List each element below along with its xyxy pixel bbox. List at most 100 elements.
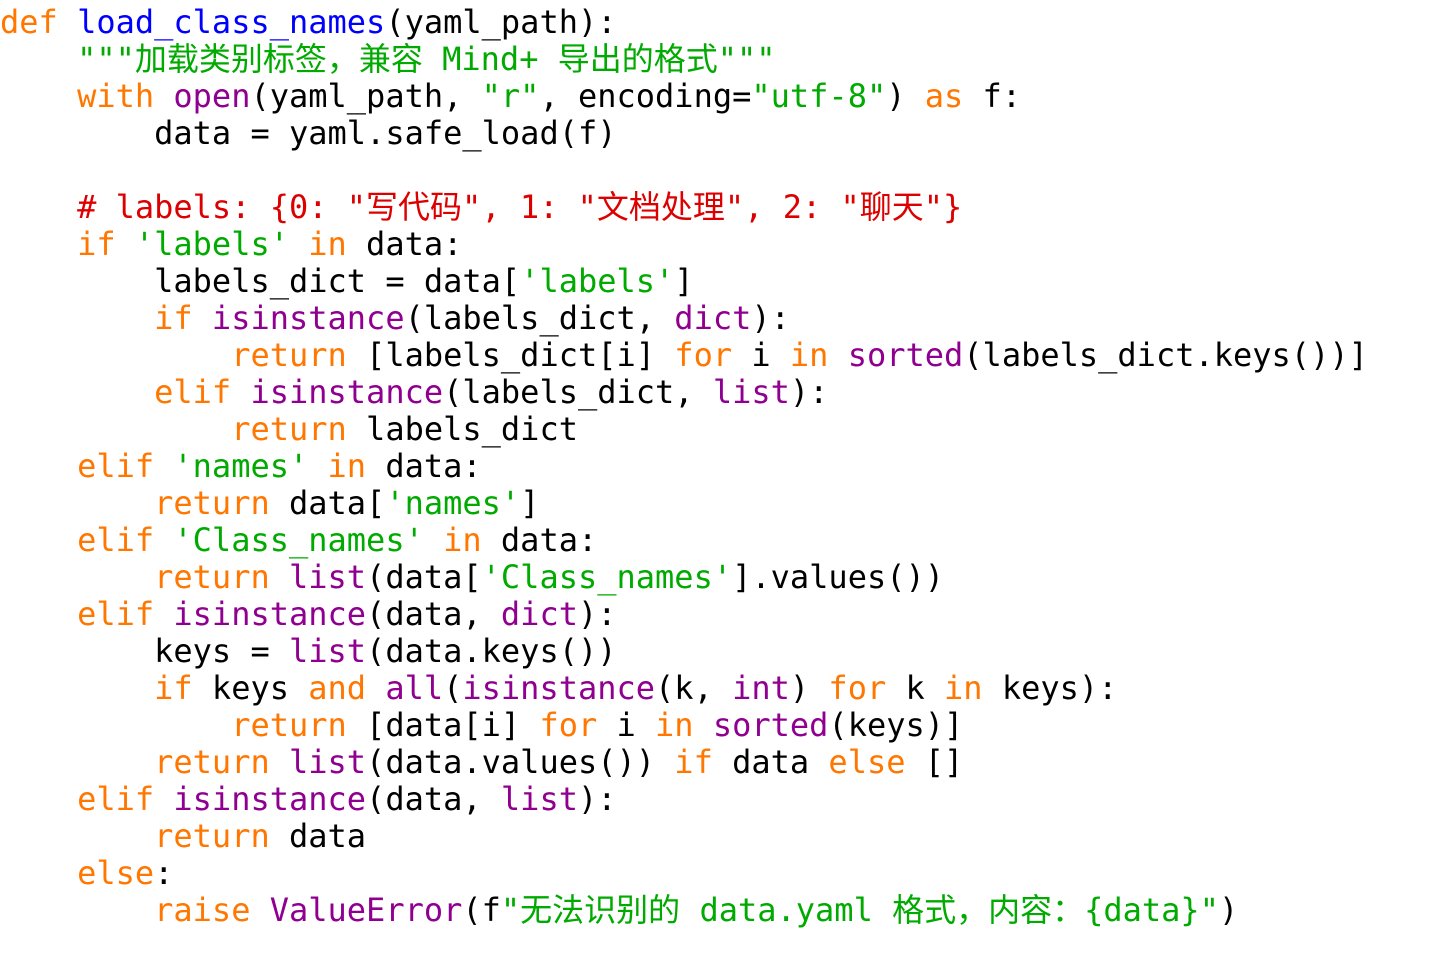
code-token: """加载类别标签，兼容 Mind+ 导出的格式""" <box>77 40 776 78</box>
code-token: return <box>231 706 347 744</box>
code-token: 'names' <box>385 484 521 522</box>
code-line[interactable]: return [data[i] for i in sorted(keys)] <box>0 707 1368 744</box>
code-token: ) <box>1218 891 1239 929</box>
code-token: elif <box>77 595 155 633</box>
code-token: for <box>539 706 598 744</box>
code-token <box>270 558 289 596</box>
code-token <box>0 891 154 929</box>
code-token: def <box>0 3 58 41</box>
code-line[interactable]: return [labels_dict[i] for i in sorted(l… <box>0 337 1368 374</box>
code-line[interactable]: raise ValueError(f"无法识别的 data.yaml 格式，内容… <box>0 892 1368 929</box>
code-token: k <box>886 669 945 707</box>
code-token <box>0 558 154 596</box>
code-token: (data[ <box>366 558 482 596</box>
code-token: list <box>288 632 367 670</box>
code-token: data: <box>346 225 463 263</box>
code-token <box>0 521 77 559</box>
code-token <box>0 780 77 818</box>
code-token <box>154 780 173 818</box>
code-token: data = yaml.safe_load(f) <box>0 114 617 152</box>
code-line[interactable]: elif isinstance(data, dict): <box>0 596 1368 633</box>
code-token: keys): <box>982 669 1118 707</box>
code-token: (yaml_path, <box>250 77 482 115</box>
code-token: (labels_dict.keys())] <box>963 336 1368 374</box>
code-token: : <box>154 854 174 892</box>
code-line[interactable]: elif 'names' in data: <box>0 448 1368 485</box>
code-token <box>0 743 154 781</box>
code-line[interactable]: return labels_dict <box>0 411 1368 448</box>
code-token: (keys)] <box>828 706 964 744</box>
code-token: (f <box>462 891 501 929</box>
code-token: [] <box>905 743 964 781</box>
code-token: labels_dict = data[ <box>0 262 521 300</box>
code-token: (labels_dict, <box>443 373 713 411</box>
code-token: if <box>77 225 116 263</box>
code-line[interactable]: def load_class_names(yaml_path): <box>0 4 1368 41</box>
code-token: [labels_dict[i] <box>346 336 675 374</box>
code-token: return <box>154 558 270 596</box>
code-token: in <box>443 521 482 559</box>
code-token: 'names' <box>173 447 309 485</box>
code-token: all <box>385 669 444 707</box>
code-token: [data[i] <box>346 706 540 744</box>
code-token: return <box>154 484 270 522</box>
code-token: data: <box>481 521 598 559</box>
code-token: list <box>288 558 367 596</box>
code-token: data: <box>366 447 482 485</box>
code-line[interactable]: return list(data.values()) if data else … <box>0 744 1368 781</box>
code-token: data[ <box>269 484 386 522</box>
code-token: and <box>308 669 367 707</box>
code-token: elif <box>77 447 155 485</box>
code-editor[interactable]: def load_class_names(yaml_path): """加载类别… <box>0 4 1368 929</box>
code-token: , encoding= <box>539 77 752 115</box>
code-token: (labels_dict, <box>404 299 675 337</box>
code-token <box>0 484 154 522</box>
code-token: isinstance <box>250 373 444 411</box>
code-token <box>828 336 847 374</box>
code-token: return <box>154 743 270 781</box>
code-line[interactable]: elif 'Class_names' in data: <box>0 522 1368 559</box>
code-line[interactable]: if isinstance(labels_dict, dict): <box>0 300 1368 337</box>
code-token <box>193 299 212 337</box>
code-token: load_class_names <box>77 3 386 41</box>
code-line[interactable]: data = yaml.safe_load(f) <box>0 115 1368 152</box>
code-line[interactable]: if 'labels' in data: <box>0 226 1368 263</box>
code-token: data <box>269 817 367 855</box>
code-token: if <box>674 743 713 781</box>
code-token: dict <box>674 299 752 337</box>
code-token <box>308 447 327 485</box>
code-token <box>0 336 231 374</box>
code-token: dict <box>500 595 578 633</box>
code-line[interactable]: return data <box>0 818 1368 855</box>
code-token <box>58 3 77 41</box>
code-token: i <box>732 336 790 374</box>
code-line[interactable]: if keys and all(isinstance(k, int) for k… <box>0 670 1368 707</box>
code-token <box>0 595 77 633</box>
code-line[interactable]: return list(data['Class_names'].values()… <box>0 559 1368 596</box>
code-token <box>694 706 713 744</box>
code-token: in <box>327 447 367 485</box>
code-line[interactable]: elif isinstance(data, list): <box>0 781 1368 818</box>
code-token: f: <box>963 77 1022 115</box>
code-token: (data, <box>366 595 501 633</box>
code-token: ( <box>443 669 463 707</box>
code-line[interactable]: else: <box>0 855 1368 892</box>
code-line[interactable] <box>0 152 1368 189</box>
code-token: elif <box>77 521 155 559</box>
code-line[interactable]: """加载类别标签，兼容 Mind+ 导出的格式""" <box>0 41 1368 78</box>
code-token: "utf-8" <box>751 77 887 115</box>
code-token <box>0 188 77 226</box>
code-token: 'labels' <box>134 225 289 263</box>
code-line[interactable]: return data['names'] <box>0 485 1368 522</box>
code-line[interactable]: with open(yaml_path, "r", encoding="utf-… <box>0 78 1368 115</box>
code-token <box>0 77 77 115</box>
code-line[interactable]: labels_dict = data['labels'] <box>0 263 1368 300</box>
code-token: isinstance <box>173 780 367 818</box>
code-token <box>154 521 173 559</box>
code-line[interactable]: elif isinstance(labels_dict, list): <box>0 374 1368 411</box>
code-token: (data, <box>366 780 501 818</box>
code-line[interactable]: # labels: {0: "写代码", 1: "文档处理", 2: "聊天"} <box>0 189 1368 226</box>
code-token: list <box>500 780 578 818</box>
code-token: (data.keys()) <box>366 632 617 670</box>
code-line[interactable]: keys = list(data.keys()) <box>0 633 1368 670</box>
